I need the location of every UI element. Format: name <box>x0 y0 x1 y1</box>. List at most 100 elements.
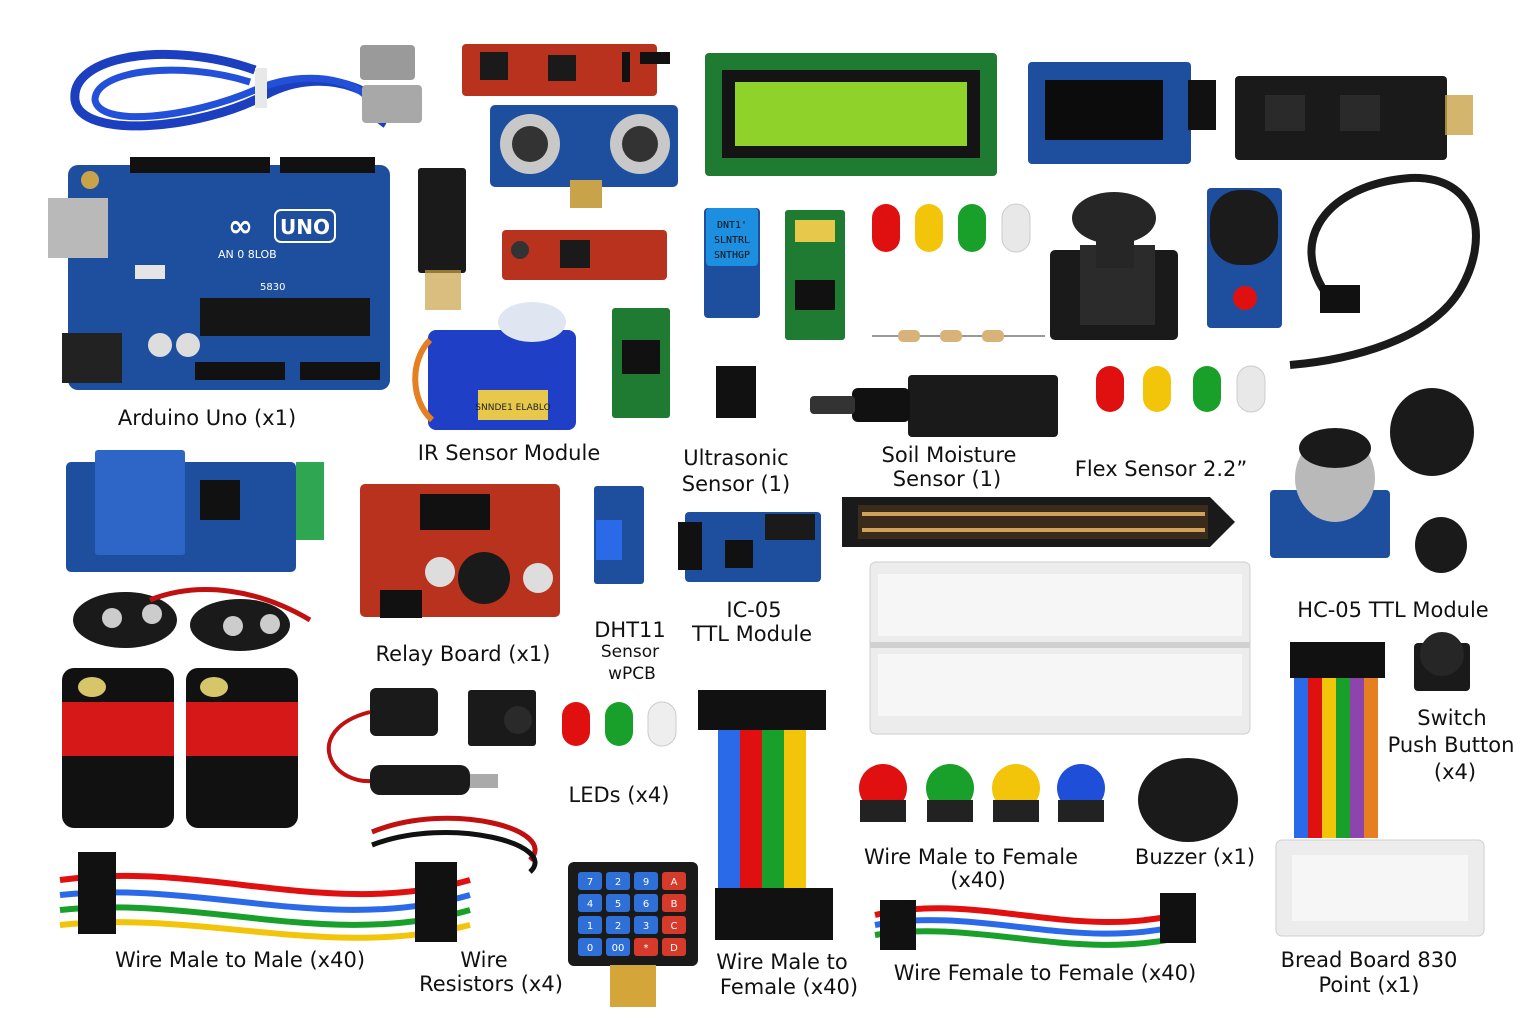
label-dht11-line3: wPCB <box>608 664 656 684</box>
label-wire-mf-line1: Wire Male to Female <box>863 845 1079 869</box>
label-wire-ff: Wire Female to Female (x40) <box>893 961 1197 985</box>
motor-driver-board <box>1235 76 1473 160</box>
label-soil-line2: Sensor (1) <box>892 467 1002 491</box>
dc-power-jack <box>326 688 498 795</box>
label-buzzer: Buzzer (x1) <box>1134 845 1256 869</box>
keypad-key <box>578 872 602 890</box>
keypad-key-label: 4 <box>587 899 593 910</box>
buzzer-black-right <box>1390 388 1474 691</box>
label-switch-line2: Push Button <box>1387 733 1515 757</box>
label-ir-sensor: IR Sensor Module <box>417 441 601 465</box>
lcd-display <box>705 53 997 176</box>
label-soil-line1: Soil Moisture <box>881 443 1017 467</box>
small-black-module <box>418 168 466 310</box>
keypad-key <box>662 872 686 890</box>
label-switch-line1: Switch <box>1417 706 1487 730</box>
keypad-key <box>606 916 630 934</box>
green-module <box>785 210 845 340</box>
joystick-module <box>1050 192 1178 340</box>
keypad-key-label: D <box>670 943 678 954</box>
label-ultrasonic-line1: Ultrasonic <box>683 446 789 470</box>
keypad-key-label: 3 <box>643 921 649 932</box>
leds-group-bottom <box>562 701 677 747</box>
male-to-male-wires <box>59 815 538 942</box>
label-ic05-line2: TTL Module <box>691 622 813 646</box>
label-breadboard-line2: Point (x1) <box>1318 973 1420 997</box>
flex-sensor <box>842 497 1235 547</box>
label-switch-line3: (x4) <box>1433 760 1477 784</box>
ultrasonic-sensor <box>490 105 678 208</box>
leds-group-top <box>872 203 1031 253</box>
keypad-key-label: 7 <box>587 877 593 888</box>
keypad-key <box>662 894 686 912</box>
relay-module-blue <box>66 450 324 572</box>
label-wire-mm: Wire Male to Male (x40) <box>114 948 366 972</box>
relay-board-red <box>360 484 560 618</box>
svg-text:SLNTRL: SLNTRL <box>714 235 750 246</box>
label-leds: LEDs (x4) <box>568 783 670 807</box>
svg-text:SNTHGP: SNTHGP <box>714 250 750 261</box>
breadboard-large <box>869 561 1251 735</box>
oled-display <box>1028 62 1216 164</box>
ic05-ttl-module <box>678 512 821 582</box>
breadboard-small <box>1275 839 1485 937</box>
label-ic05-line1: IC-05 <box>726 598 782 622</box>
keypad-key-label: 9 <box>643 877 649 888</box>
keypad-key-label: 2 <box>615 877 621 888</box>
keypad-key <box>662 938 686 956</box>
keypad-key <box>634 938 658 956</box>
keypad-key <box>606 894 630 912</box>
keypad-key <box>578 894 602 912</box>
keypad-key <box>578 916 602 934</box>
keypad-key-label: 0 <box>587 943 593 954</box>
keypad-key-label: 2 <box>615 921 621 932</box>
label-dht11-line2: Sensor <box>600 642 660 662</box>
batteries-9v <box>62 668 298 828</box>
keypad-key <box>634 894 658 912</box>
svg-text:AN 0 8LOB: AN 0 8LOB <box>218 248 277 261</box>
svg-text:SNNDE1 ELABLO: SNNDE1 ELABLO <box>475 403 550 413</box>
resistor-strip <box>872 330 1045 342</box>
sensor-cable <box>1289 173 1480 369</box>
female-to-female-wires <box>874 893 1196 950</box>
keypad-key-label: 6 <box>643 899 649 910</box>
label-arduino-uno: Arduino Uno (x1) <box>117 406 297 430</box>
screw-terminal-module <box>594 486 644 584</box>
microphone-module <box>1270 428 1390 558</box>
label-wire-mf-bottom-line1: Wire Male to <box>716 950 848 974</box>
keypad-key-label: A <box>671 877 678 888</box>
svg-text:DNT1': DNT1' <box>717 220 747 231</box>
label-hc05: HC-05 TTL Module <box>1297 598 1489 622</box>
keypad-key <box>606 872 630 890</box>
label-dht11-line1: DHT11 <box>594 618 666 642</box>
uno-logo-text: UNO <box>280 215 330 239</box>
servo-motor: SNNDE1 ELABLO <box>412 302 576 430</box>
keypad-key <box>578 938 602 956</box>
label-resistors-line2: Resistors (x4) <box>419 972 563 996</box>
ribbon-jumper-wires-center <box>698 690 833 940</box>
label-resistors-line1: Wire <box>460 948 508 972</box>
battery-clips <box>73 587 312 651</box>
keypad-key-label: 1 <box>587 921 593 932</box>
svg-text:∞: ∞ <box>228 209 253 244</box>
keypad-key-label: B <box>671 899 678 910</box>
keypad-key <box>662 916 686 934</box>
keypad-key-label: 5 <box>615 899 621 910</box>
label-ultrasonic-line2: Sensor (1) <box>681 472 791 496</box>
ribbon-jumper-wires-right <box>1290 642 1385 838</box>
label-wire-mf-line2: (x40) <box>950 868 1006 892</box>
keypad-key-label: 00 <box>612 943 625 954</box>
label-breadboard-line1: Bread Board 830 <box>1280 948 1458 972</box>
header-pins <box>716 366 756 418</box>
keypad-key-label: * <box>644 943 649 954</box>
label-flex-sensor: Flex Sensor 2.2” <box>1074 457 1248 481</box>
arduino-uno-board: ∞ UNO AN 0 8LOB 5830 <box>48 157 390 390</box>
label-wire-mf-bottom-line2: Female (x40) <box>719 975 859 999</box>
keypad-key-label: C <box>671 921 678 932</box>
leds-group-middle <box>1096 365 1266 413</box>
sound-module <box>1207 188 1282 328</box>
small-mic-module <box>468 690 536 746</box>
buzzer-component <box>1138 758 1238 842</box>
